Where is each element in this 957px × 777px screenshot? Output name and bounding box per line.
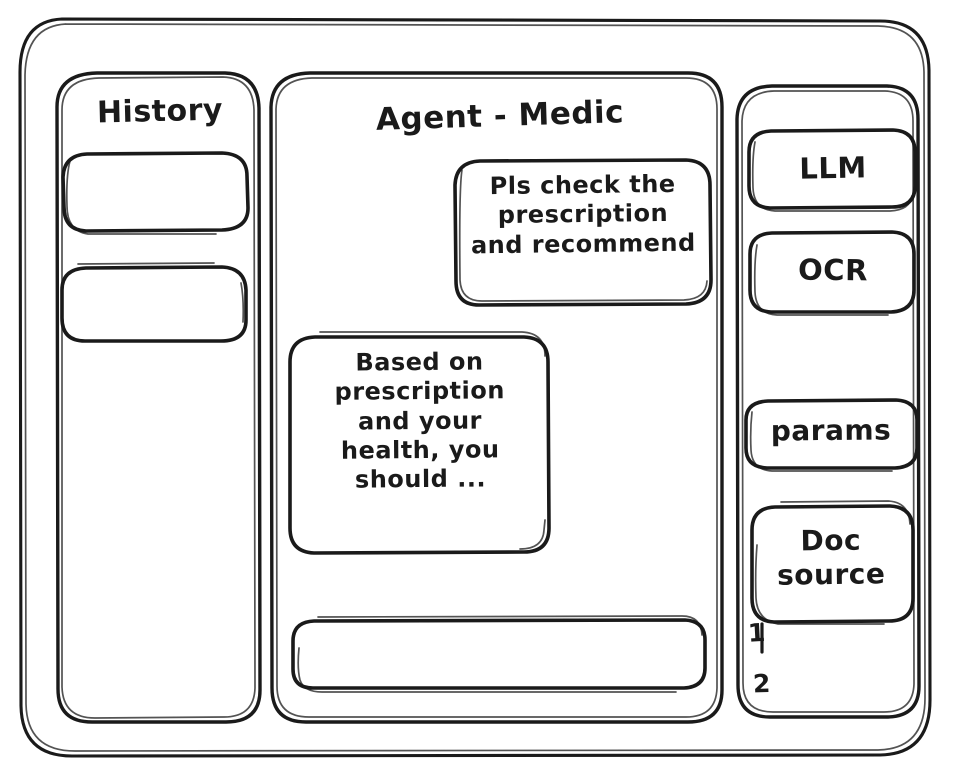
assistant-message-text: Based on prescription and your health, y…	[334, 347, 506, 494]
tools-panel	[735, 84, 921, 719]
composer-input[interactable]	[291, 615, 707, 693]
assistant-message-bubble	[288, 331, 551, 555]
tool-params-button[interactable]	[744, 398, 919, 472]
tool-llm-button[interactable]	[747, 128, 917, 212]
history-item-2[interactable]	[60, 262, 248, 343]
tool-doc-source-label[interactable]: Doc source	[776, 523, 886, 592]
tool-doc-source-button[interactable]	[750, 500, 915, 625]
doc-source-item-1[interactable]: 1	[747, 617, 767, 648]
tool-params-label[interactable]: params	[770, 413, 892, 448]
tool-ocr-label[interactable]: OCR	[797, 252, 869, 288]
user-message-text: Pls check the prescription and recommend	[470, 169, 696, 259]
main-panel	[269, 71, 724, 724]
doc-source-item-2[interactable]: 2	[752, 668, 772, 699]
tool-ocr-button[interactable]	[748, 230, 916, 316]
user-message-bubble	[453, 158, 713, 307]
history-item-1[interactable]	[61, 151, 250, 235]
window-frame	[18, 17, 932, 758]
history-panel	[55, 71, 262, 724]
tool-llm-label[interactable]: LLM	[799, 150, 867, 186]
history-panel-title: History	[96, 92, 224, 131]
